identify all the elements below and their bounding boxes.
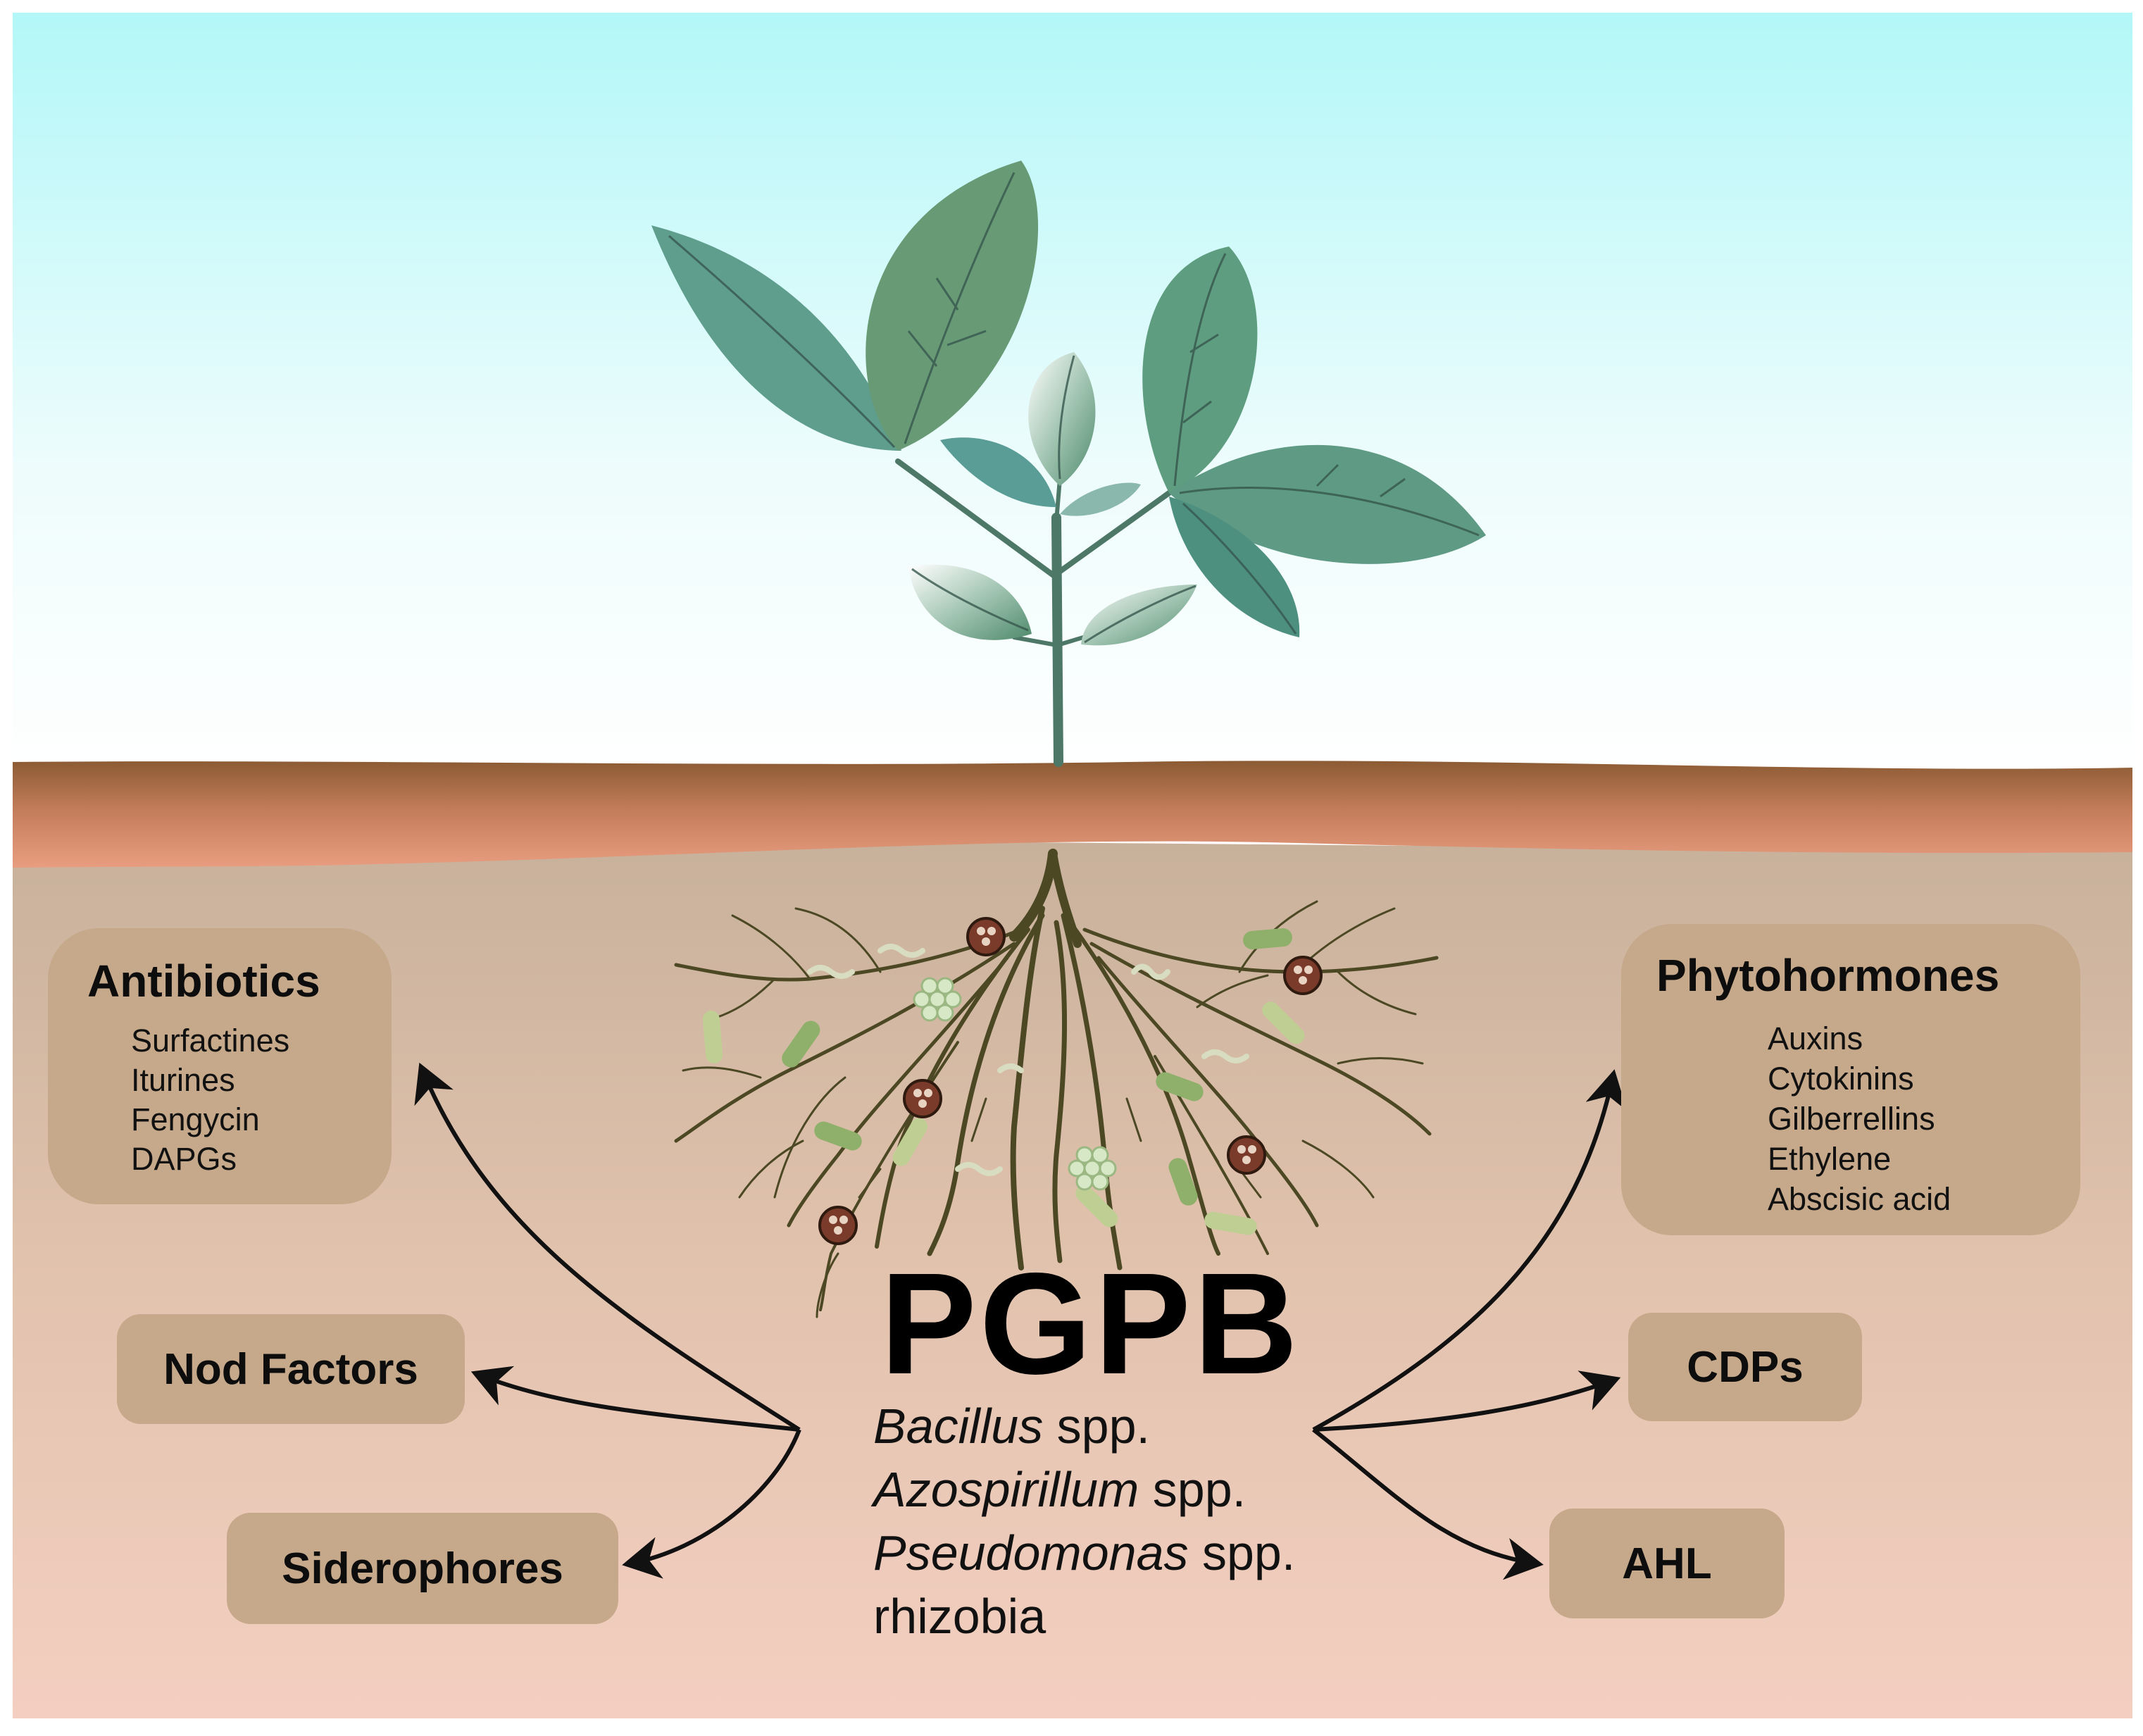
bacteria-clusters: [913, 977, 1117, 1191]
species-suffix: rhizobia: [873, 1589, 1046, 1644]
species-genus: Azospirillum: [873, 1462, 1139, 1517]
nod-factors-box: Nod Factors: [117, 1314, 465, 1424]
arrow-to-nod-factors: [470, 1366, 800, 1432]
species-suffix: spp.: [1139, 1462, 1247, 1517]
list-item: Iturines: [131, 1062, 235, 1098]
leaf-large-left: [651, 225, 901, 451]
arrow-to-cdps: [1313, 1370, 1621, 1432]
list-item: Cytokinins: [1768, 1061, 1914, 1097]
list-item: Auxins: [1768, 1020, 1863, 1056]
leaf-right-lower: [1169, 497, 1300, 637]
species-suffix: spp.: [1188, 1525, 1296, 1580]
phytohormones-box: Phytohormones Auxins Cytokinins Gilberre…: [1621, 924, 2080, 1235]
species-genus: Pseudomonas: [873, 1525, 1189, 1580]
soil-surface-band: [13, 761, 2132, 868]
phytohormones-title: Phytohormones: [1656, 950, 2000, 1001]
nod-factors-label: Nod Factors: [163, 1344, 418, 1394]
leaf-large-right-up: [1142, 246, 1258, 493]
arrow-to-phytohormones: [1312, 1069, 1627, 1432]
bacteria-squiggles: [807, 944, 1249, 1176]
siderophores-box: Siderophores: [227, 1513, 618, 1624]
species-item: Pseudomonas spp.: [873, 1521, 1295, 1585]
antibiotics-list: Surfactines Iturines Fengycin DAPGs: [131, 1021, 289, 1179]
pgpb-title: PGPB: [880, 1243, 1301, 1404]
list-item: DAPGs: [131, 1141, 237, 1177]
arrow-to-antibiotics: [414, 1062, 801, 1432]
antibiotics-box: Antibiotics Surfactines Iturines Fengyci…: [48, 928, 392, 1204]
list-item: Gilberrellins: [1768, 1101, 1935, 1137]
species-suffix: spp.: [1043, 1399, 1150, 1454]
cdps-box: CDPs: [1628, 1313, 1862, 1421]
list-item: Fengycin: [131, 1101, 260, 1137]
species-item: Azospirillum spp.: [873, 1458, 1295, 1521]
leaf-low-right: [1081, 585, 1197, 646]
root-system: [674, 849, 1439, 1318]
species-list: Bacillus spp. Azospirillum spp. Pseudomo…: [873, 1394, 1295, 1648]
ahl-box: AHL: [1549, 1509, 1785, 1618]
leaf-mid-left: [940, 437, 1056, 507]
plant-stem: [895, 458, 1172, 767]
species-genus: Bacillus: [873, 1399, 1044, 1454]
plant-leaves: [651, 161, 1486, 646]
ahl-label: AHL: [1622, 1539, 1712, 1588]
cdps-label: CDPs: [1687, 1342, 1804, 1392]
phytohormones-list: Auxins Cytokinins Gilberrellins Ethylene…: [1768, 1018, 1951, 1219]
arrow-to-siderophores: [622, 1428, 801, 1579]
arrows: [414, 1062, 1627, 1580]
species-item: rhizobia: [873, 1585, 1295, 1648]
species-item: Bacillus spp.: [873, 1394, 1295, 1458]
list-item: Ethylene: [1768, 1141, 1892, 1177]
siderophores-label: Siderophores: [282, 1544, 563, 1593]
antibiotics-title: Antibiotics: [87, 956, 320, 1006]
bacteria-rods: [702, 928, 1305, 1235]
leaf-large-top: [866, 161, 1039, 451]
leaf-large-right: [1169, 444, 1486, 564]
arrow-to-ahl: [1312, 1428, 1544, 1580]
list-item: Abscisic acid: [1768, 1181, 1951, 1217]
list-item: Surfactines: [131, 1023, 290, 1059]
nodules: [818, 917, 1323, 1245]
leaf-low-left: [908, 564, 1032, 640]
soil: [13, 840, 2132, 1718]
leaf-mid-right: [1060, 482, 1141, 516]
